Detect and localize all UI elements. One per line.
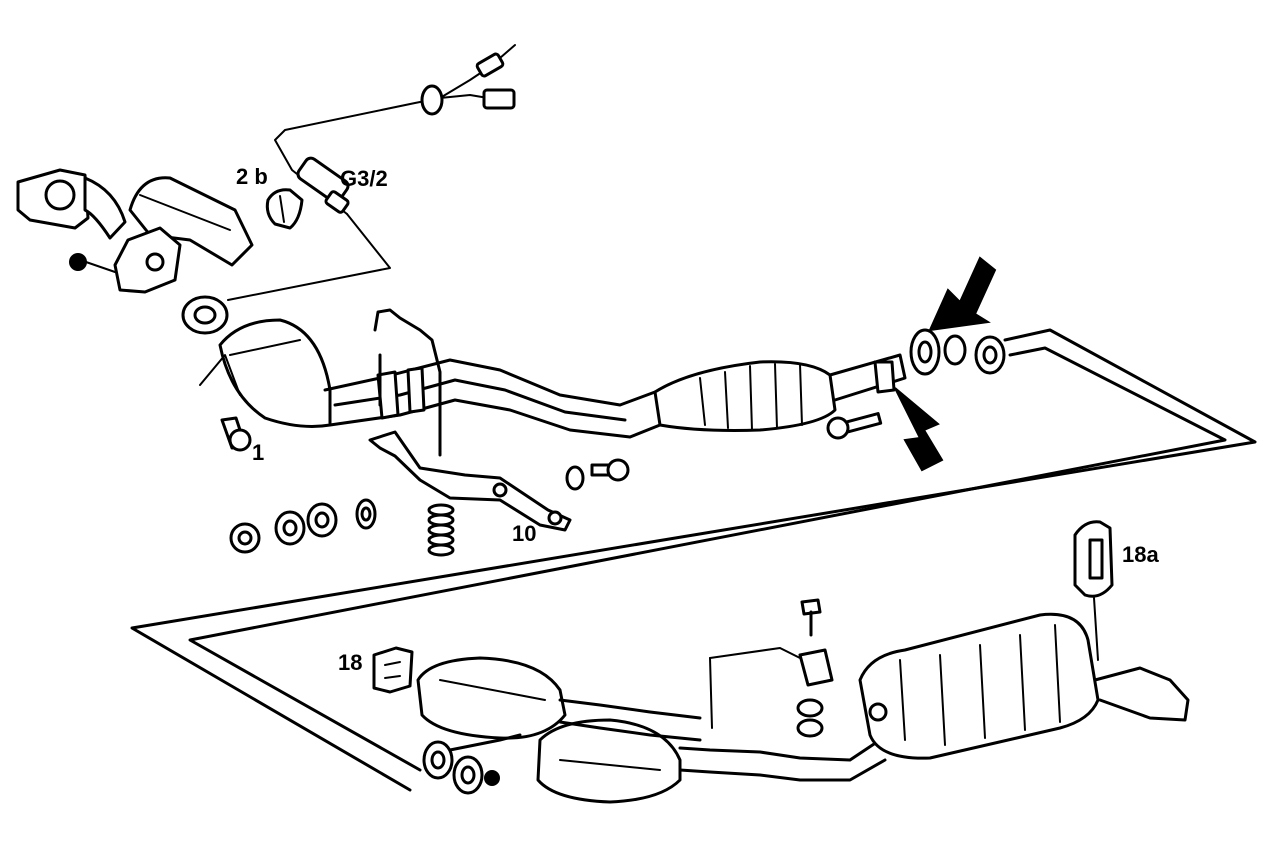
intermediate-pipe [558,698,887,782]
front-silencer-lower [536,718,682,804]
bolt-and-washer [565,458,630,491]
clamp-assembly [709,598,834,738]
clip-2b [265,188,304,230]
routing-frame [130,328,1257,792]
front-silencer-upper [416,656,567,740]
spring [427,503,455,557]
label-part-10: 10 [512,521,536,546]
oxygen-sensor-g32 [227,44,516,301]
bolt-1 [220,416,252,452]
lower-front-flanges [422,733,522,795]
label-part-g32: G3/2 [340,166,388,191]
label-part-1: 1 [252,440,264,465]
manifold-flange-left [16,168,127,240]
front-catalytic-converter [199,318,332,428]
mount-hardware [229,498,377,554]
label-part-2b: 2 b [236,164,268,189]
bracket-10 [368,308,572,532]
central-catalytic-converter [653,353,907,432]
label-part-18: 18 [338,650,362,675]
hanger-18 [372,646,414,694]
manifold-pipe-right [128,176,254,267]
rear-silencer [858,612,1190,760]
manifold-bracket [69,226,182,294]
hanger-18a [1073,520,1114,661]
label-part-18a: 18a [1122,542,1159,567]
arrow-lower-right [894,387,944,472]
main-pipe [323,358,662,439]
flange-gaskets [909,328,1006,376]
bolt-center-right [826,412,883,440]
arrow-upper-right [928,256,997,332]
front-gasket [181,295,229,335]
